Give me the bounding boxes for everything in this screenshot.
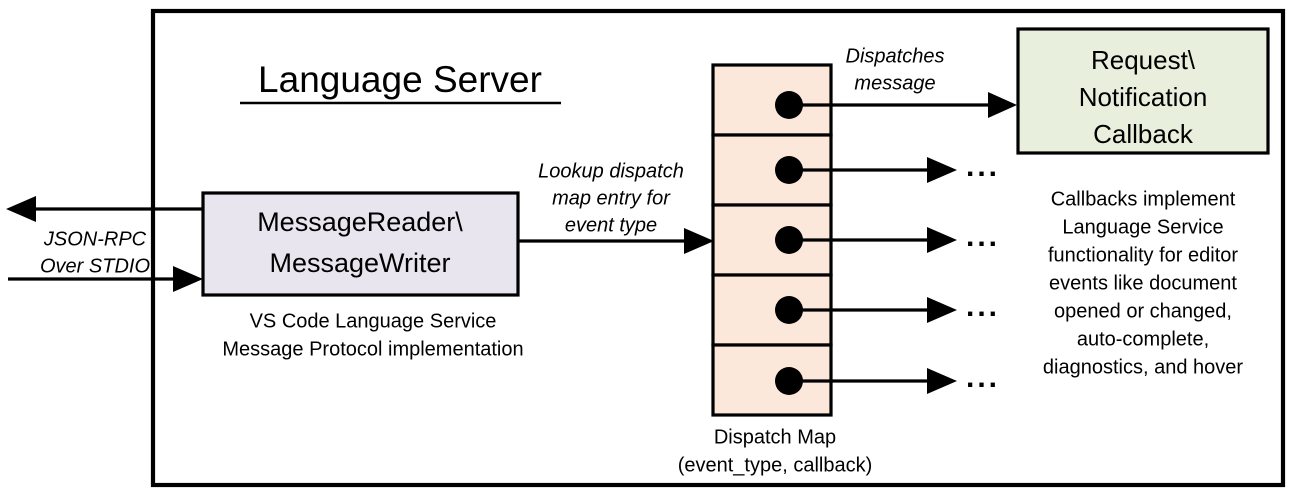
lookup-annotation-line3: event type xyxy=(565,214,657,236)
inbound-channel-arrowhead xyxy=(173,266,203,292)
request-notification-callback-box[interactable] xyxy=(1016,27,1270,155)
dispatch-row-3-arrowhead xyxy=(927,227,957,253)
dispatch-annotation-line2: message xyxy=(854,72,935,94)
language-server-frame xyxy=(150,8,1286,488)
callback-caption-line-3: functionality for editor xyxy=(1048,244,1238,266)
dispatch-row-4-ellipsis: ... xyxy=(966,290,1000,323)
dispatch-row-2-ellipsis: ... xyxy=(966,150,1000,183)
lookup-annotation-line2: map entry for xyxy=(552,187,671,209)
callback-caption-line-4: events like document xyxy=(1049,272,1237,294)
lookup-annotation-line1: Lookup dispatch xyxy=(538,160,684,182)
page-title: Language Server xyxy=(258,59,542,100)
dispatch-row-4-arrowhead xyxy=(927,297,957,323)
outbound-channel-arrowhead xyxy=(6,196,36,222)
callback-box-line3: Callback xyxy=(1093,119,1194,149)
external-channel-label-line2: Over STDIO xyxy=(40,255,150,277)
callback-caption-line-2: Language Service xyxy=(1062,216,1223,238)
dispatch-row-5-ellipsis: ... xyxy=(966,361,1000,394)
dispatch-row-2-dot xyxy=(775,156,803,184)
dispatch-map-caption-line2: (event_type, callback) xyxy=(678,454,873,476)
dispatch-row-1-arrowhead xyxy=(988,92,1017,118)
dispatch-row-5-dot xyxy=(775,367,803,395)
external-channel-label-line1: JSON-RPC xyxy=(43,228,147,250)
dispatch-row-5-arrowhead xyxy=(927,368,957,394)
message-box-caption-line1: VS Code Language Service xyxy=(250,310,497,332)
callback-caption-line-1: Callbacks implement xyxy=(1051,188,1236,210)
dispatch-annotation-line1: Dispatches xyxy=(846,45,945,67)
message-reader-writer-line1: MessageReader\ xyxy=(257,207,463,237)
lookup-connector-arrowhead xyxy=(684,228,714,254)
message-reader-writer-line2: MessageWriter xyxy=(269,248,450,278)
dispatch-map-row[interactable] xyxy=(711,63,833,137)
dispatch-row-2-arrowhead xyxy=(927,157,957,183)
callback-box-line1: Request\ xyxy=(1091,45,1196,75)
message-reader-writer-box[interactable] xyxy=(201,191,520,297)
dispatch-row-4-dot xyxy=(775,296,803,324)
message-box-caption-line2: Message Protocol implementation xyxy=(222,338,523,360)
dispatch-row-1-dot xyxy=(775,91,803,119)
callback-caption-line-7: diagnostics, and hover xyxy=(1043,356,1243,378)
callback-caption-line-5: opened or changed, xyxy=(1054,300,1232,322)
callback-caption-line-6: auto-complete, xyxy=(1077,328,1209,350)
callback-box-line2: Notification xyxy=(1079,82,1208,112)
dispatch-row-3-dot xyxy=(775,226,803,254)
dispatch-map-caption-line1: Dispatch Map xyxy=(714,426,836,448)
dispatch-row-3-ellipsis: ... xyxy=(966,220,1000,253)
